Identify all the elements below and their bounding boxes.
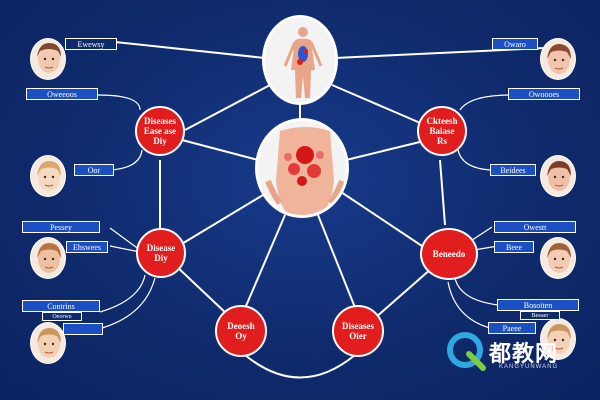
watermark-subtext: KANGYUNWANG <box>499 364 559 370</box>
watermark-logo: 都教网 KANGYUNWANG <box>445 328 575 376</box>
label-left-1: Ewewsy <box>65 38 117 50</box>
avatar-right-1 <box>540 38 576 80</box>
person-face-icon <box>37 328 61 358</box>
person-face-icon <box>37 43 61 73</box>
person-face-icon <box>547 324 571 354</box>
label-right-5: Beee <box>494 241 534 253</box>
avatar-left-3 <box>30 237 66 279</box>
person-face-icon <box>547 161 571 191</box>
label-right-8: Paeee <box>488 322 536 334</box>
label-left-4: Pessey <box>22 221 100 233</box>
node-top-right-text: Ckteesh Baiase Rs <box>426 116 458 146</box>
anatomy-figure-top <box>262 15 338 105</box>
body-outline-icon <box>283 27 323 98</box>
node-mid-left[interactable]: Disease Diy <box>136 228 186 278</box>
node-mid-right-text: Beneedo <box>432 249 466 259</box>
label-left-3: Oor <box>74 164 114 176</box>
abdomen-center <box>255 118 349 218</box>
label-right-4: Owestt <box>494 221 576 233</box>
label-right-6: Bosoiten <box>497 299 579 311</box>
node-top-left-text: Diseases Ease ase Diy <box>143 116 177 146</box>
watermark-text: 都教网 <box>489 342 559 367</box>
node-bottom-left-text: Deoesh Oy <box>227 321 255 341</box>
node-top-left[interactable]: Diseases Ease ase Diy <box>135 106 185 156</box>
label-left-5: Ehswees <box>66 241 108 253</box>
label-right-7: Beeaer <box>520 311 560 320</box>
label-left-7: Oeorwu <box>42 312 82 321</box>
person-face-icon <box>37 243 61 273</box>
node-mid-right[interactable]: Beneedo <box>420 228 478 280</box>
abdomen-organs-icon <box>265 127 345 215</box>
node-bottom-left[interactable]: Deoesh Oy <box>215 305 267 357</box>
label-left-8 <box>63 323 103 335</box>
avatar-right-2 <box>540 155 576 197</box>
node-mid-left-text: Disease Diy <box>146 243 176 263</box>
label-left-6: Contrins <box>22 300 100 312</box>
node-top-right[interactable]: Ckteesh Baiase Rs <box>417 106 467 156</box>
avatar-left-4 <box>30 322 66 364</box>
person-face-icon <box>547 44 571 74</box>
label-left-2: Oweeoos <box>26 88 98 100</box>
avatar-left-2 <box>30 155 66 197</box>
node-bottom-right[interactable]: Diseases Oier <box>332 305 384 357</box>
node-bottom-right-text: Diseases Oier <box>342 321 374 341</box>
avatar-left-1 <box>30 38 66 80</box>
label-right-3: Beidees <box>490 164 536 176</box>
avatar-right-3 <box>540 237 576 279</box>
label-right-2: Owoooes <box>508 88 580 100</box>
avatar-right-4 <box>540 318 576 360</box>
watermark-q-icon <box>447 332 486 371</box>
person-face-icon <box>37 161 61 191</box>
person-face-icon <box>547 243 571 273</box>
label-right-1: Owaro <box>492 38 538 50</box>
